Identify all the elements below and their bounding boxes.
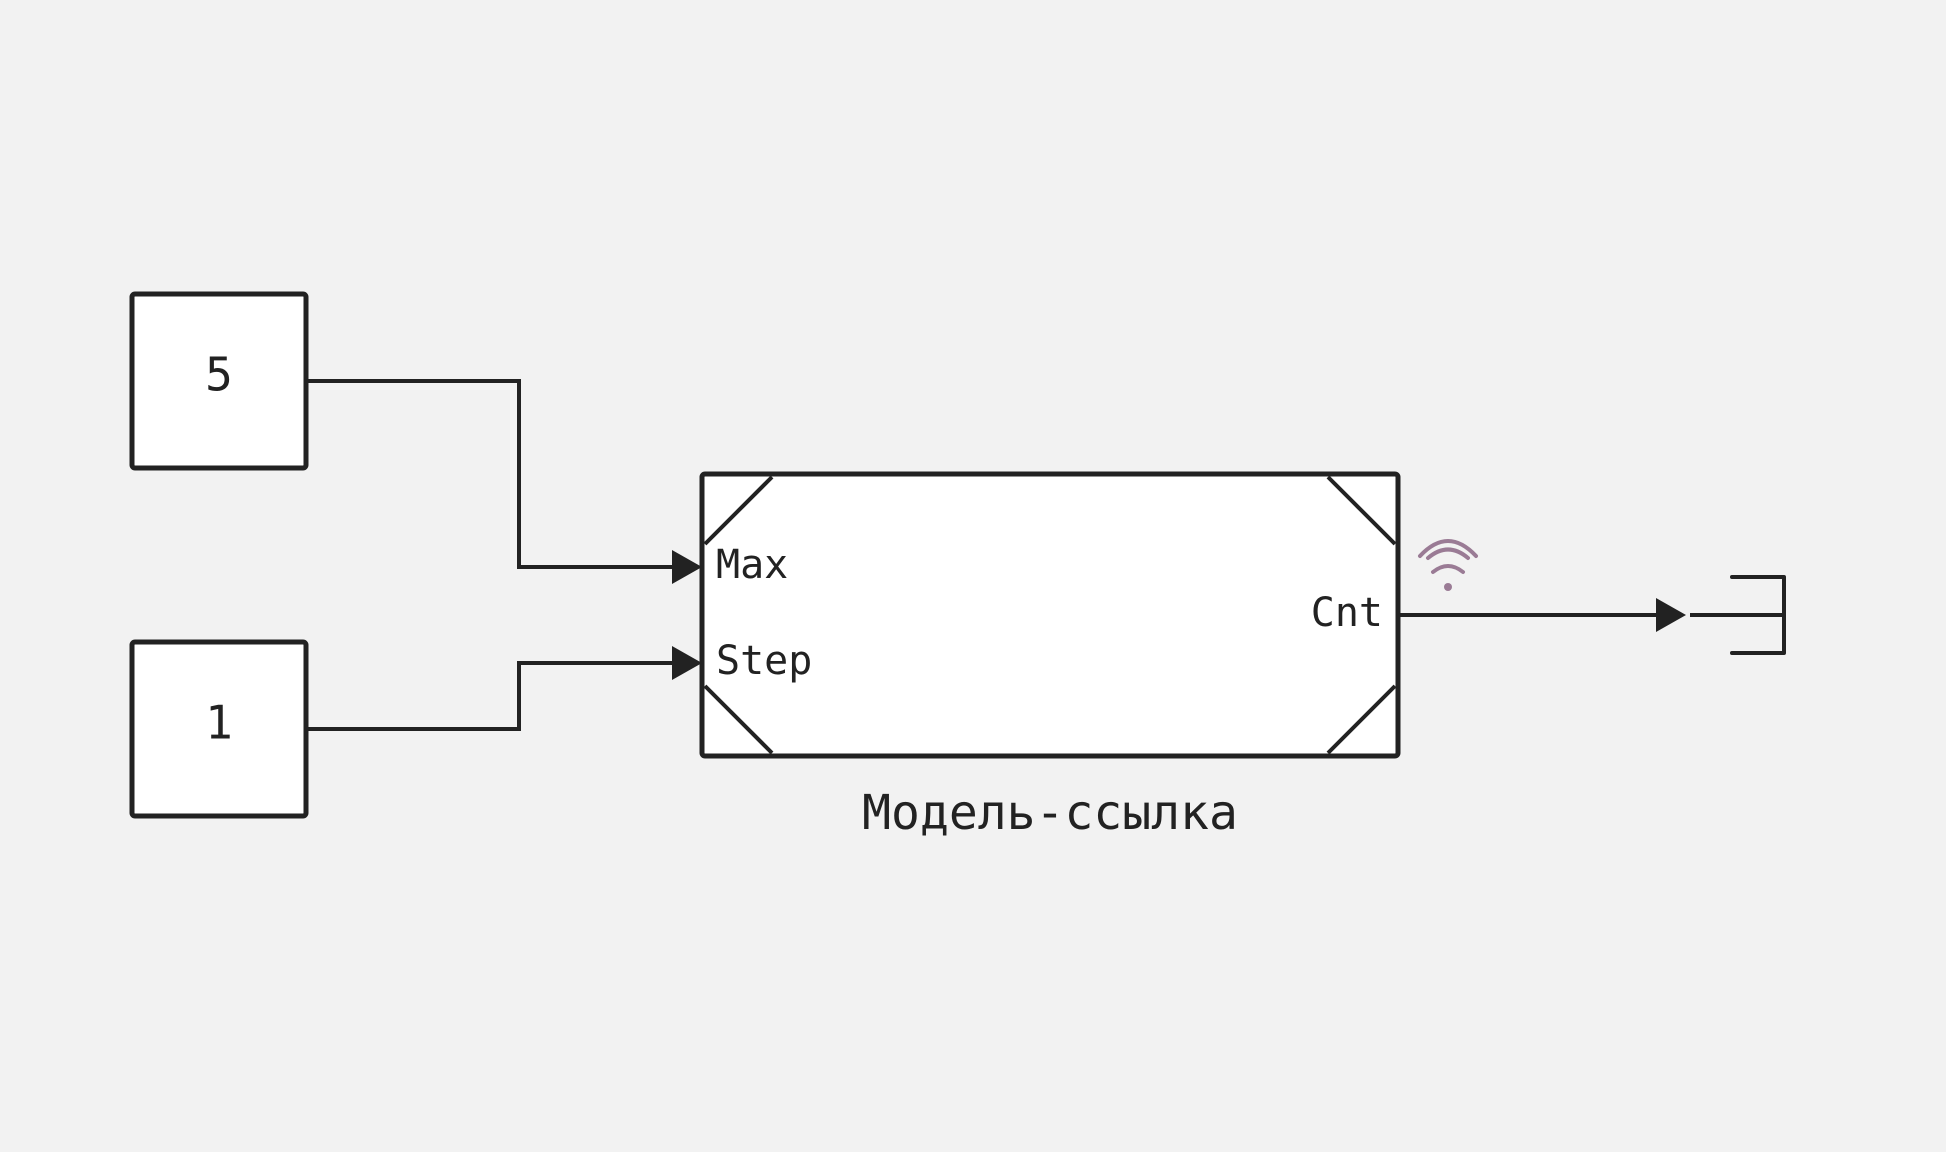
constant-block-max[interactable]: 5 — [129, 291, 309, 471]
model-reference-name[interactable]: Модель-ссылка — [862, 785, 1238, 841]
signal-line-step[interactable] — [306, 646, 702, 731]
corner-mark-top-right — [1326, 475, 1397, 546]
arrowhead-step — [672, 646, 702, 680]
constant-step-value: 1 — [205, 696, 233, 750]
port-label-step: Step — [716, 638, 812, 684]
constant-block-step[interactable]: 1 — [129, 639, 309, 819]
signal-logging-icon[interactable] — [1418, 539, 1478, 591]
corner-mark-bottom-left — [703, 684, 774, 755]
constant-max-value: 5 — [205, 348, 233, 402]
arrowhead-cnt — [1656, 598, 1686, 632]
port-label-max: Max — [716, 542, 788, 588]
model-reference-block[interactable]: Max Step Cnt — [699, 471, 1401, 759]
arrowhead-max — [672, 550, 702, 584]
corner-mark-bottom-right — [1326, 684, 1397, 755]
corner-mark-top-left — [703, 475, 774, 546]
terminator-block[interactable] — [1690, 575, 1786, 655]
signal-line-max[interactable] — [306, 379, 702, 584]
signal-line-cnt[interactable] — [1398, 598, 1686, 632]
port-label-cnt: Cnt — [1311, 590, 1383, 636]
